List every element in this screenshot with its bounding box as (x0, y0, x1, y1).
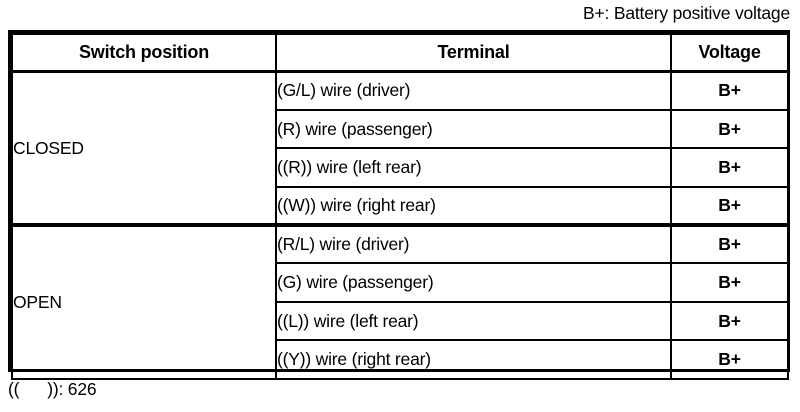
voltage-cell: B+ (670, 223, 789, 265)
terminal-cell: (G) wire (passenger) (275, 262, 672, 303)
table-row: ((Y)) wire (right rear) B+ (12, 339, 789, 380)
terminal-cell: (R) wire (passenger) (275, 108, 672, 150)
terminal-cell: (R/L) wire (driver) (275, 223, 672, 265)
terminal-cell: ((Y)) wire (right rear) (275, 339, 672, 380)
column-header-terminal: Terminal (275, 33, 672, 73)
switch-position-open: OPEN (11, 223, 277, 380)
voltage-cell: B+ (670, 108, 789, 150)
table-row: ((W)) wire (right rear) B+ (12, 185, 789, 227)
switch-position-closed: CLOSED (11, 70, 277, 227)
battery-voltage-caption: B+: Battery positive voltage (583, 3, 790, 23)
table-header-row: Switch position Terminal Voltage (11, 33, 789, 73)
voltage-cell: B+ (670, 262, 789, 303)
terminal-cell: ((R)) wire (left rear) (275, 147, 672, 188)
voltage-cell: B+ (670, 339, 789, 380)
terminal-cell: (G/L) wire (driver) (275, 70, 672, 111)
table-row: (G) wire (passenger) B+ (12, 262, 789, 303)
model-code-footnote: (( )): 626 (8, 379, 97, 399)
voltage-cell: B+ (670, 70, 789, 111)
voltage-cell: B+ (670, 300, 789, 342)
table-row: ((L)) wire (left rear) B+ (12, 300, 789, 342)
table-row: OPEN (R/L) wire (driver) B+ (11, 223, 789, 380)
table-row: ((R)) wire (left rear) B+ (12, 147, 789, 188)
switch-terminal-voltage-table: Switch position Terminal Voltage CLOSED … (8, 30, 790, 380)
column-header-voltage: Voltage (670, 33, 789, 73)
voltage-cell: B+ (670, 185, 789, 227)
terminal-cell: ((L)) wire (left rear) (275, 300, 672, 342)
column-header-switch-position: Switch position (11, 33, 277, 73)
table-row: CLOSED (G/L) wire (driver) B+ (11, 70, 789, 227)
voltage-cell: B+ (670, 147, 789, 188)
table-row: (R) wire (passenger) B+ (12, 108, 789, 150)
terminal-cell: ((W)) wire (right rear) (275, 185, 672, 227)
